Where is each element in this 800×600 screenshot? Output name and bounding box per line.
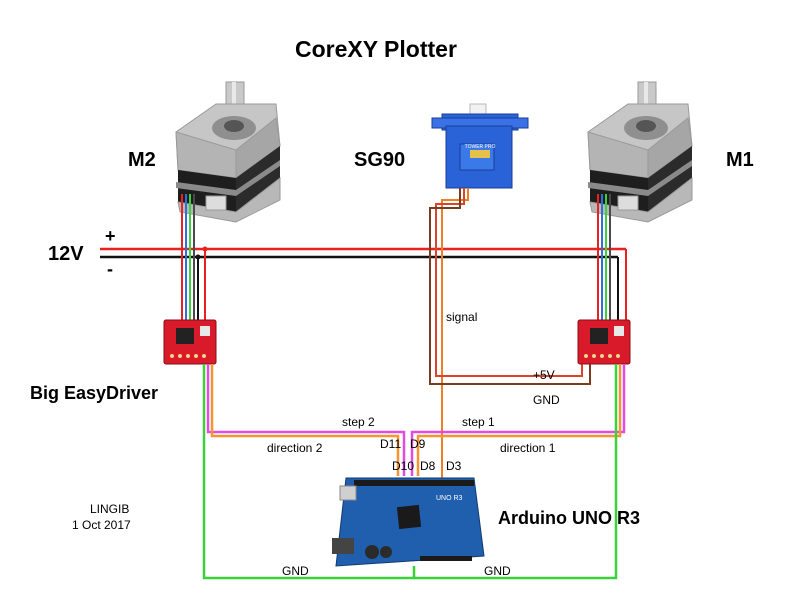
step1-wire	[410, 364, 626, 476]
servo-5v-wire	[435, 188, 583, 377]
stepper-motor-m1	[587, 81, 693, 223]
credit-date: 1 Oct 2017	[72, 518, 131, 532]
servo-brand-label: TOWER PRO	[465, 144, 496, 150]
big-easydriver-right	[577, 319, 631, 365]
junction-dot	[202, 246, 208, 252]
gnd-servo-label: GND	[533, 393, 560, 407]
gnd-right-wire	[414, 364, 618, 580]
power-plus-label: +	[105, 226, 116, 246]
arduino-uno-board: UNO R3	[332, 477, 485, 567]
junction-dot	[195, 254, 201, 260]
step2-wire	[206, 364, 406, 476]
motor-m2-label: M2	[128, 149, 156, 171]
pin-d9-label: D9	[410, 437, 426, 451]
pin-d3-label: D3	[446, 459, 462, 473]
motor-m1-label: M1	[726, 149, 754, 171]
step1-label: step 1	[462, 415, 495, 429]
motor-m2-wires	[181, 194, 195, 320]
power-voltage-label: 12V	[48, 243, 84, 265]
motor-m1-wires	[597, 194, 611, 320]
direction1-wire	[416, 364, 622, 476]
big-easydriver-left	[163, 319, 217, 365]
board-silkscreen: UNO R3	[436, 495, 463, 502]
direction2-wire	[210, 364, 400, 476]
pin-d8-label: D8	[420, 459, 436, 473]
servo-sg90: TOWER PRO	[431, 103, 529, 189]
page-title: CoreXY Plotter	[295, 36, 457, 62]
step2-label: step 2	[342, 415, 375, 429]
gnd-right-label: GND	[484, 564, 511, 578]
power-minus-label: -	[107, 259, 113, 279]
servo-label: SG90	[354, 149, 406, 171]
pin-d11-label: D11	[380, 437, 402, 451]
signal-label: signal	[446, 310, 478, 324]
plus5v-label: +5V	[533, 368, 555, 382]
servo-signal-wire	[441, 188, 469, 482]
pin-d10-label: D10	[392, 459, 415, 473]
direction2-label: direction 2	[267, 441, 323, 455]
direction1-label: direction 1	[500, 441, 556, 455]
board-label: Arduino UNO R3	[498, 508, 640, 528]
gnd-left-label: GND	[282, 564, 309, 578]
servo-gnd-wire	[429, 188, 591, 385]
stepper-motor-m2	[175, 81, 281, 223]
gnd-left-wire	[202, 364, 416, 580]
credit-author: LINGIB	[90, 502, 130, 516]
driver-label: Big EasyDriver	[30, 383, 159, 403]
